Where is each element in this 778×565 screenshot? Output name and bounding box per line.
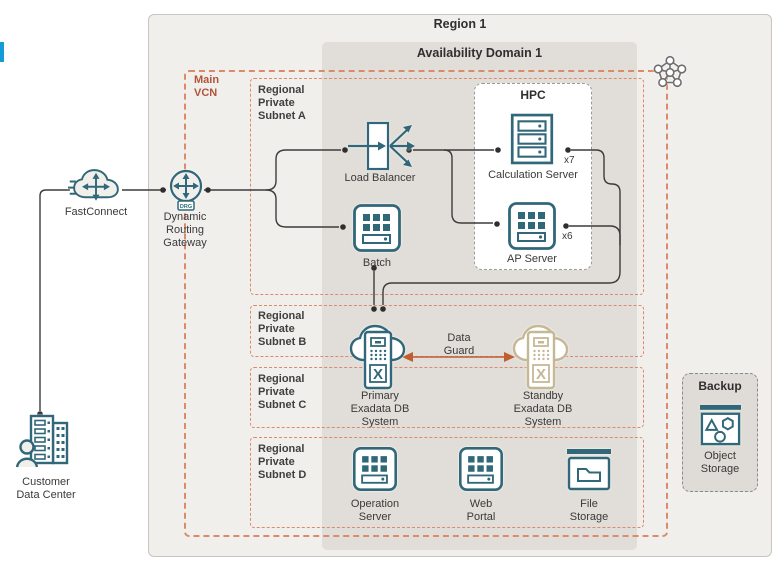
primary-exadata-label: Primary Exadata DB System	[350, 390, 410, 428]
operation-server-label: Operation Server	[350, 498, 400, 523]
region-title: Region 1	[433, 17, 487, 31]
calculation-server-count: x7	[564, 155, 575, 166]
data-guard-arrow	[402, 352, 515, 362]
file-storage-icon	[564, 444, 614, 494]
file-storage-label: File Storage	[569, 498, 609, 523]
fastconnect-label: FastConnect	[64, 206, 128, 218]
subnet-a-label: Regional Private Subnet A	[258, 84, 306, 122]
primary-exadata-x-glyph: X	[373, 366, 383, 383]
data-guard-label: Data Guard	[443, 332, 475, 357]
batch-icon	[352, 203, 402, 253]
ap-server-icon	[507, 201, 557, 251]
customer-dc-label: Customer Data Center	[16, 476, 76, 501]
dynamic-routing-gateway-icon: DRG	[166, 168, 206, 214]
subnet-a-container	[250, 78, 644, 295]
vcn-container	[184, 70, 668, 537]
backup-title: Backup	[698, 379, 742, 393]
edge-customer-to-fastconnect	[39, 189, 70, 411]
ap-server-label: AP Server	[507, 253, 557, 265]
edge-calculation-to-exadata	[382, 149, 621, 305]
edge-endpoint-dots	[37, 147, 571, 417]
blue-edge-marker	[0, 42, 4, 62]
cluster-network-icon	[652, 55, 688, 91]
load-balancer-icon	[346, 118, 418, 176]
web-portal-icon	[458, 446, 504, 492]
calculation-server-icon	[506, 113, 558, 165]
subnet-d-label: Regional Private Subnet D	[258, 443, 307, 481]
drg-badge: DRG	[180, 204, 192, 210]
customer-data-center-icon	[16, 414, 76, 476]
fastconnect-icon	[68, 163, 124, 207]
standby-exadata-icon: X	[511, 316, 575, 392]
edge-ap-to-exadata	[569, 225, 621, 245]
edge-fork-to-batch	[265, 189, 339, 228]
object-storage-icon	[698, 402, 743, 447]
edge-loadbalancer-to-ap	[443, 149, 493, 224]
object-storage-label: Object Storage	[700, 450, 740, 475]
web-portal-label: Web Portal	[466, 498, 496, 523]
vcn-label: Main VCN	[194, 74, 220, 99]
availability-domain-title: Availability Domain 1	[416, 46, 543, 60]
subnet-b-label: Regional Private Subnet B	[258, 310, 307, 348]
standby-exadata-label: Standby Exadata DB System	[513, 390, 573, 428]
operation-server-icon	[352, 446, 398, 492]
subnet-c-container	[250, 367, 644, 428]
load-balancer-label: Load Balancer	[344, 172, 416, 184]
calculation-server-label: Calculation Server	[488, 169, 578, 181]
edge-fork-to-loadbalancer	[265, 149, 341, 191]
hpc-title: HPC	[520, 88, 546, 102]
subnet-d-container	[250, 437, 644, 528]
subnet-c-label: Regional Private Subnet C	[258, 373, 307, 411]
drg-label: Dynamic Routing Gateway	[163, 211, 207, 249]
batch-label: Batch	[362, 257, 392, 269]
standby-exadata-x-glyph: X	[536, 366, 546, 383]
ap-server-count: x6	[562, 231, 573, 242]
primary-exadata-icon: X	[348, 316, 412, 392]
